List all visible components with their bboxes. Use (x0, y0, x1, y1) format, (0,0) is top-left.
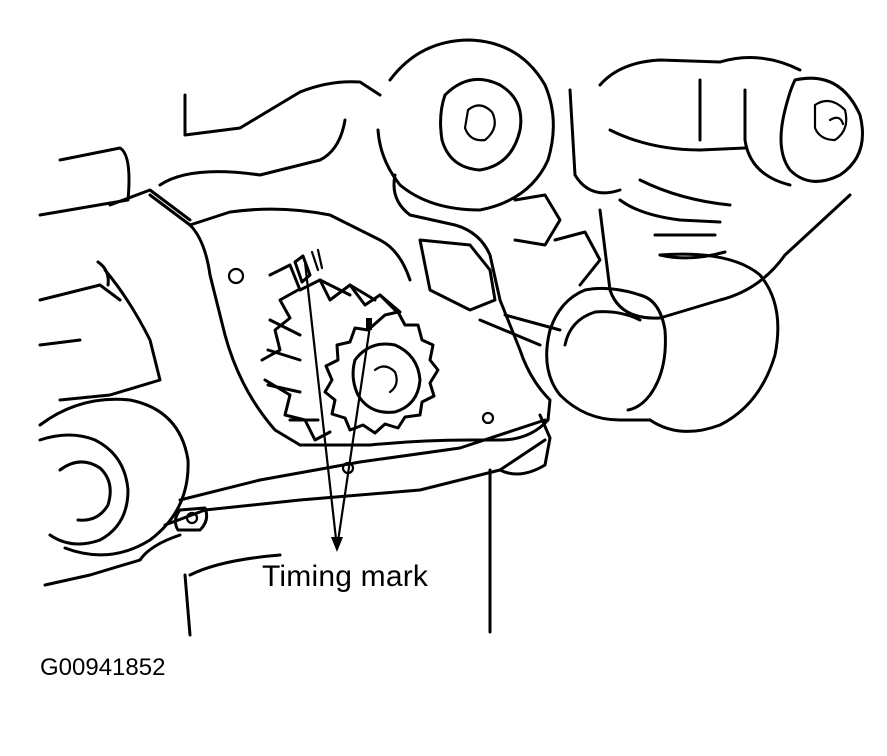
timing-mark-label: Timing mark (262, 560, 429, 593)
cover-timing-mark (293, 248, 324, 284)
right-idler (418, 193, 780, 433)
engine-block-upper (38, 38, 864, 320)
left-pulley (38, 260, 190, 557)
front-cover (43, 173, 552, 637)
crankshaft-sprocket (260, 263, 440, 442)
callout-leader-lines (303, 260, 372, 552)
figure-id-label: G00941852 (40, 654, 166, 681)
